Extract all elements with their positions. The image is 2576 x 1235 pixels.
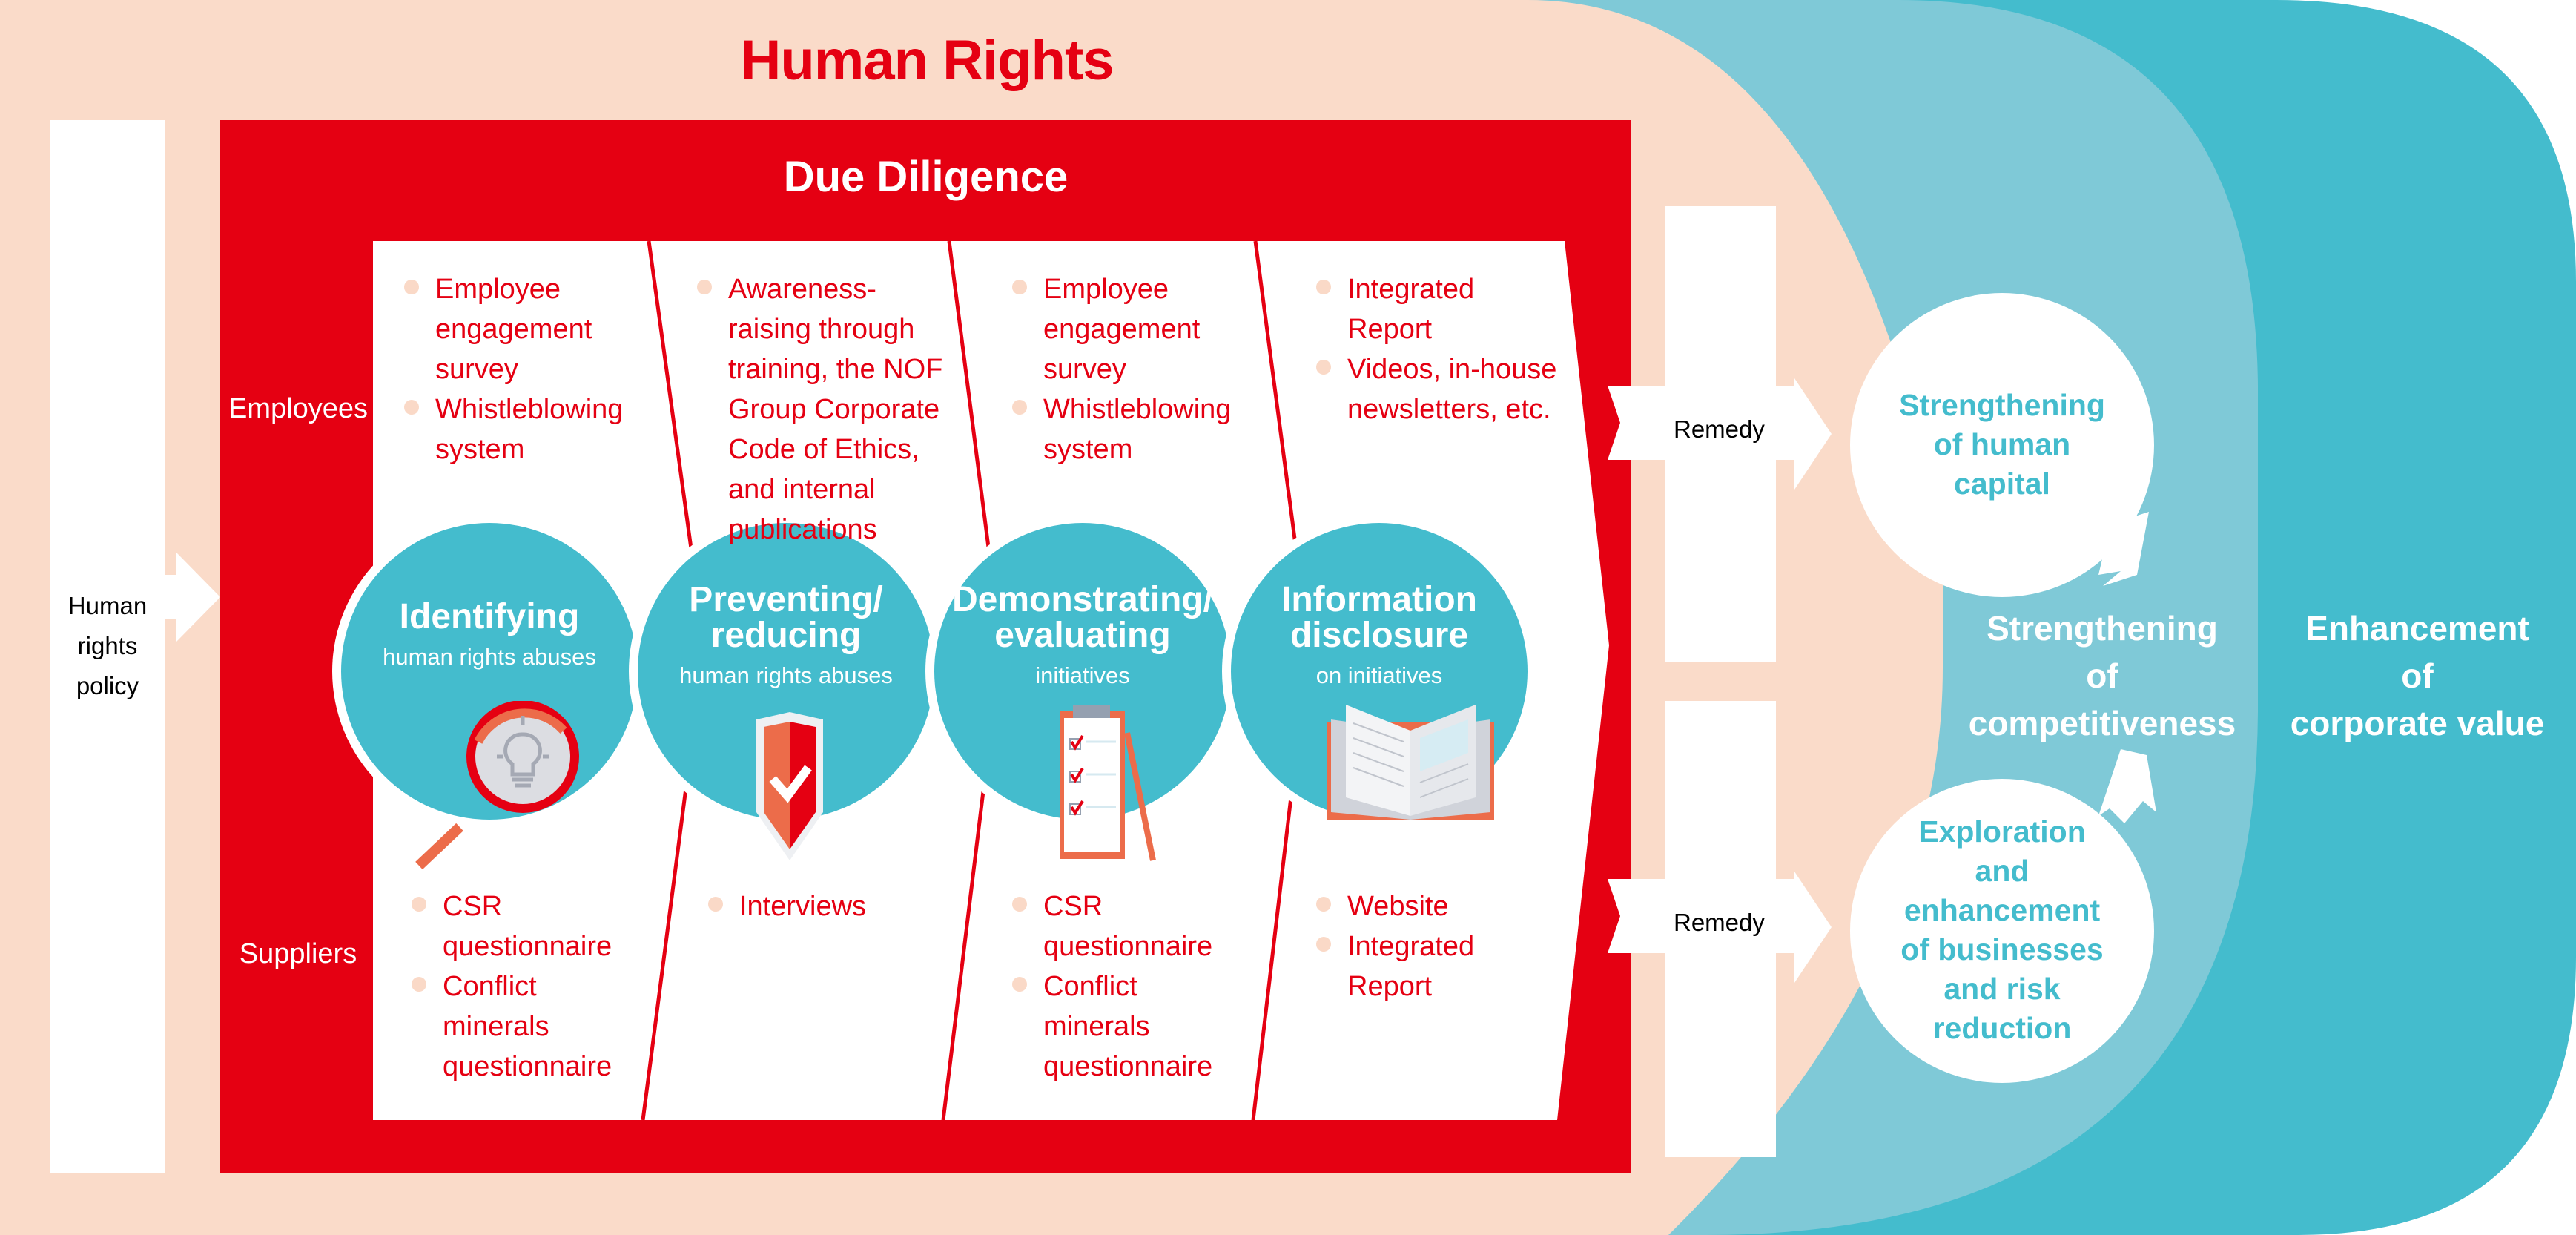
step1-employee-items: Employee engagement survey Whistleblowin… [404, 269, 627, 470]
list-item: Conflict minerals questionnaire [1012, 966, 1235, 1087]
remedy-label-bottom: Remedy [1674, 909, 1765, 936]
step-subheading: initiatives [1035, 662, 1130, 688]
step-heading: disclosure [1289, 616, 1469, 655]
page-title: Human Rights [740, 29, 1114, 92]
step4-employee-items: Integrated Report Videos, in-house newsl… [1316, 269, 1561, 429]
outcome-competitiveness: Strengthening of competitiveness [1968, 609, 2236, 742]
step4-supplier-items: Website Integrated Report [1316, 886, 1539, 1007]
list-item: Whistleblowing system [404, 389, 627, 470]
step-heading: Preventing/ [689, 580, 883, 619]
step3-employee-items: Employee engagement survey Whistleblowin… [1012, 269, 1249, 470]
step-heading: Identifying [399, 597, 580, 636]
step-heading: Information [1281, 580, 1477, 619]
step-subheading: on initiatives [1315, 662, 1443, 688]
list-item: Website [1316, 886, 1539, 926]
list-item: Awareness-raising through training, the … [697, 269, 957, 550]
list-item: Whistleblowing system [1012, 389, 1249, 470]
due-diligence-title: Due Diligence [783, 153, 1069, 201]
row-label-employees: Employees [228, 393, 368, 424]
remedy-arrow-top [1608, 378, 1832, 490]
step3-supplier-items: CSR questionnaire Conflict minerals ques… [1012, 886, 1235, 1087]
list-item: Videos, in-house newsletters, etc. [1316, 349, 1561, 429]
open-book-icon [1327, 705, 1494, 820]
step-subheading: human rights abuses [679, 662, 893, 688]
step-subheading: human rights abuses [383, 644, 596, 670]
outcome-corporate-value: Enhancement of corporate value [2290, 609, 2545, 742]
list-item: Interviews [708, 886, 931, 926]
outcome-human-capital: Strengthening of human capital [1899, 388, 2105, 501]
outcome-circle-business [1850, 779, 2154, 1083]
step-identifying: Identifying human rights abuses [341, 599, 638, 671]
list-item: Employee engagement survey [404, 269, 627, 389]
remedy-arrow-bottom [1608, 872, 1832, 983]
arrow-business-to-competitiveness [2098, 749, 2156, 823]
remedy-label-top: Remedy [1674, 415, 1765, 443]
human-rights-policy-label: Human rights policy [67, 592, 148, 699]
step-demonstrating: Demonstrating/ evaluating initiatives [934, 582, 1231, 689]
step2-supplier-items: Interviews [708, 886, 931, 926]
list-item: Employee engagement survey [1012, 269, 1249, 389]
outcome-circle-human-capital [1850, 293, 2154, 597]
step-heading: evaluating [994, 616, 1171, 655]
list-item: CSR questionnaire [412, 886, 634, 966]
step-disclosure: Information disclosure on initiatives [1231, 582, 1528, 689]
policy-arrow [165, 553, 220, 642]
outcome-business: Exploration and enhancement of businesse… [1900, 814, 2104, 1045]
arrow-human-capital-to-competitiveness [2098, 512, 2149, 586]
step-heading: Demonstrating/ [951, 580, 1214, 619]
clipboard-checklist-icon [1060, 705, 1156, 861]
step-preventing: Preventing/ reducing human rights abuses [638, 582, 934, 689]
step-heading: reducing [710, 616, 862, 655]
policy-column [50, 120, 165, 1173]
list-item: CSR questionnaire [1012, 886, 1235, 966]
row-label-suppliers: Suppliers [239, 938, 357, 969]
list-item: Conflict minerals questionnaire [412, 966, 634, 1087]
step1-supplier-items: CSR questionnaire Conflict minerals ques… [412, 886, 634, 1087]
step2-employee-items: Awareness-raising through training, the … [697, 269, 957, 550]
list-item: Integrated Report [1316, 269, 1561, 349]
list-item: Integrated Report [1316, 926, 1539, 1007]
shield-check-icon [756, 712, 823, 860]
magnifier-lightbulb-icon [415, 701, 579, 870]
